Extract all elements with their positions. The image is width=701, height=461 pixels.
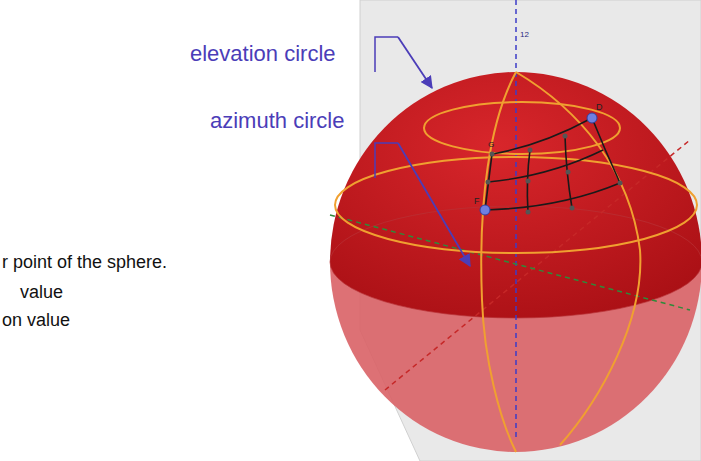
x-axis [385, 140, 690, 390]
grid-points [486, 134, 623, 215]
z-axis [515, 0, 517, 440]
elevation-circle [424, 102, 620, 154]
text-fragment: on value [2, 310, 70, 331]
bracket [375, 143, 398, 178]
point-d [587, 113, 597, 123]
elevation-circle [335, 157, 697, 253]
leader-arrow [398, 37, 432, 88]
point-f [480, 205, 490, 215]
point-label: D [596, 102, 603, 112]
azimuth-circle [481, 72, 516, 452]
text-fragment: r point of the sphere. [2, 252, 167, 273]
azimuth-circle [516, 72, 640, 445]
text-fragment: value [20, 282, 63, 303]
leader-arrow [398, 143, 470, 266]
callout-label: elevation circle [190, 41, 336, 66]
point-label: G [488, 140, 494, 149]
bracket [375, 37, 398, 72]
axis-tick: 12 [520, 30, 529, 39]
callout-label: azimuth circle [210, 108, 344, 133]
grid-patch [485, 118, 620, 212]
point-label: F [474, 196, 480, 206]
